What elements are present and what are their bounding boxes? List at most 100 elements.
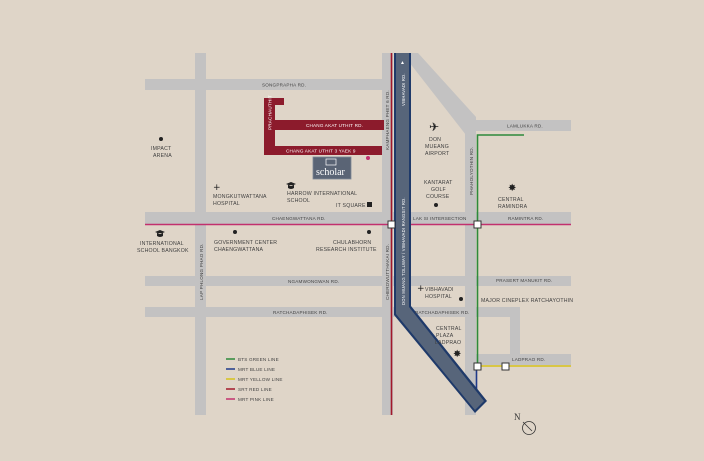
label-prachauthit: PRACHAUTHIT	[268, 95, 273, 130]
compass: N	[514, 412, 536, 435]
starburst-icon: ✸	[453, 349, 461, 360]
north-label: N	[514, 412, 521, 422]
label-prasert-manukit: PRASERT MANUKIT RD.	[496, 278, 552, 283]
label-songprapha: SONGPRAPHA RD.	[262, 83, 306, 88]
road-ratchadaphisek	[145, 307, 520, 317]
project-roads	[264, 98, 384, 155]
label-chang-akat-soi-9: CHANG AKAT UTHIT 3 YAEK 9	[286, 149, 356, 154]
label-ladprao: LADPRAO RD.	[512, 357, 545, 362]
dot-icon	[367, 230, 371, 234]
label-airport-1: DON	[429, 137, 441, 143]
label-ratchadaphisek-west: RATCHADAPHISEK RD.	[273, 310, 328, 315]
label-harrow-1: HARROW INTERNATIONAL	[287, 191, 357, 197]
label-major: MAJOR CINEPLEX RATCHAYOTHIN	[481, 298, 573, 304]
road-lap-phlong-phao	[195, 53, 206, 415]
station-marker	[473, 362, 482, 371]
label-harrow-2: SCHOOL	[287, 198, 310, 204]
project-logo-box	[312, 156, 352, 180]
road-songprapha	[145, 79, 393, 90]
road-chaengwattana	[145, 212, 571, 224]
label-impact-1: IMPACT	[151, 146, 172, 152]
label-govcenter-2: CHAENGWATTANA	[214, 247, 264, 253]
station-marker	[473, 220, 482, 229]
legend-label-mrt-blue: MRT BLUE LINE	[238, 367, 275, 372]
label-isb-2: SCHOOL BANGKOK	[137, 248, 189, 254]
airplane-icon: ✈	[429, 120, 439, 134]
label-central-plaza-3: LADPRAO	[435, 340, 461, 346]
dot-icon	[459, 297, 463, 301]
station-marker	[501, 362, 510, 371]
rail-stations	[387, 220, 510, 371]
graduation-cap-icon	[155, 230, 165, 237]
road-ngamwongwan	[145, 276, 571, 286]
label-govcenter-1: GOVERNMENT CENTER	[214, 240, 277, 246]
project-pin-icon	[366, 156, 370, 160]
road-ladprao	[476, 354, 571, 365]
dot-icon	[159, 137, 163, 141]
label-mongkut-2: HOSPITAL	[213, 201, 240, 207]
north-arrow-icon: ▲	[400, 60, 405, 66]
plus-icon: +	[417, 284, 425, 294]
compass-ring-icon	[522, 421, 536, 435]
label-vibhavadi: VIBHAVADI RD.	[401, 73, 406, 106]
project-brand: scholar	[316, 167, 346, 178]
dot-icon	[434, 203, 438, 207]
shopping-bag-icon	[367, 202, 372, 207]
rail-lines	[145, 53, 571, 415]
label-phaholyothin: PHAHOLYOTHIN RD.	[469, 147, 474, 195]
label-kantarat-3: COURSE	[426, 194, 450, 200]
label-expressway: DON MUANG TOLLWAY / VIBHAVADI RANGSIT RD…	[401, 197, 406, 305]
road-prachauthit-top	[264, 98, 284, 105]
label-central-plaza-2: PLAZA	[436, 333, 454, 339]
road-phaholyothin	[465, 120, 476, 415]
road-lamlukka	[465, 120, 571, 131]
label-airport-2: MUEANG	[425, 144, 449, 150]
label-lamlukka: LAMLUKKA RD.	[507, 124, 543, 129]
label-ramintra: RAMINTRA RD.	[508, 216, 543, 221]
road-chang-akat	[264, 120, 384, 130]
legend: BTS GREEN LINE MRT BLUE LINE MRT YELLOW …	[226, 357, 283, 402]
road-vibhavadi-north	[402, 53, 476, 135]
project-marker[interactable]: scholar	[312, 156, 370, 180]
legend-label-bts-green: BTS GREEN LINE	[238, 357, 279, 362]
starburst-icon: ✸	[508, 183, 516, 194]
label-kantarat-2: GOLF	[431, 187, 446, 193]
label-cherdwutthakai: CHERDWUTTHAKAI RD.	[385, 244, 390, 300]
label-mongkut-1: MONGKUTWATTANA	[213, 194, 267, 200]
label-vibhavadi-hospital-2: HOSPITAL	[425, 294, 452, 300]
road-kamphaeng-phet	[382, 53, 393, 415]
label-central-plaza-1: CENTRAL	[436, 326, 462, 332]
label-isb-1: INTERNATIONAL	[140, 241, 184, 247]
label-impact-2: ARENA	[153, 153, 172, 159]
label-lak-si: LAK SI INTERSECTION	[413, 216, 467, 221]
label-chang-akat: CHANG AKAT UTHIT RD.	[306, 123, 363, 128]
label-airport-3: AIRPORT	[425, 151, 450, 157]
road-network	[145, 53, 571, 415]
label-ngamwongwan: NGAMWONGWAN RD.	[288, 279, 339, 284]
expressway	[396, 53, 484, 410]
label-chulabhorn-1: CHULABHORN	[333, 240, 371, 246]
station-marker	[387, 220, 396, 229]
legend-label-mrt-pink: MRT PINK LINE	[238, 397, 274, 402]
graduation-cap-icon	[286, 182, 296, 189]
label-ramindra-mall-2: RAMINDRA	[498, 204, 528, 210]
label-vibhavadi-hospital-1: VIBHAVADI	[425, 287, 454, 293]
compass-needle-icon	[522, 421, 533, 432]
label-it-square: IT SQUARE	[336, 203, 366, 209]
legend-label-mrt-yellow: MRT YELLOW LINE	[238, 377, 283, 382]
label-chaengwattana: CHAENGWATTANA RD.	[272, 216, 326, 221]
dot-icon	[233, 230, 237, 234]
label-chulabhorn-2: RESEARCH INSTITUTE	[316, 247, 377, 253]
project-logo-icon	[325, 158, 337, 166]
legend-label-srt-red: SRT RED LINE	[238, 387, 272, 392]
label-kantarat-1: KANTARAT	[424, 180, 453, 186]
label-kamphaeng-phet: KAMPHAENG PHET 6 RD.	[385, 90, 390, 150]
label-lap-phlong-phao: LAP PHLONG PHAO RD.	[199, 243, 204, 300]
bts-green-line	[476, 134, 524, 368]
label-ramindra-mall-1: CENTRAL	[498, 197, 524, 203]
road-chang-akat-soi-9	[264, 146, 382, 155]
label-ratchadaphisek-east: RATCHADAPHISEK RD.	[415, 310, 470, 315]
plus-icon: +	[213, 183, 221, 193]
